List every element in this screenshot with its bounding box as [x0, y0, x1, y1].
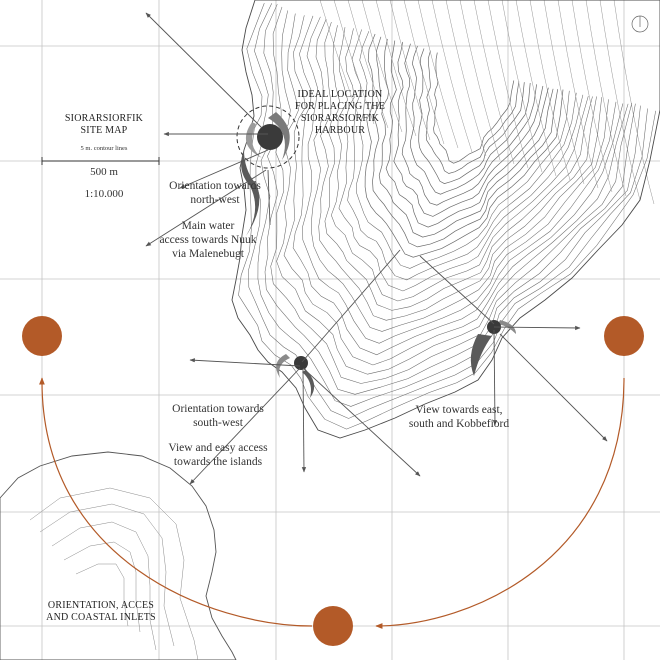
- ridge-line: [529, 0, 571, 181]
- scale-bar: [41, 157, 160, 165]
- ridge-line: [501, 0, 543, 173]
- viewpoint-harbour: [245, 112, 290, 160]
- label-east-line2: south and Kobbefiord: [408, 417, 510, 430]
- contour-line: [292, 15, 617, 356]
- contour-lines: [238, 0, 656, 430]
- ridge-line: [473, 0, 515, 165]
- ridge-line: [361, 0, 403, 133]
- ridge-line: [417, 0, 459, 149]
- contour-line: [356, 31, 570, 269]
- contour-line: [311, 18, 602, 332]
- map-title-line1: SIORARSIORFIK: [64, 113, 144, 124]
- compass-icon: [631, 15, 649, 33]
- contour-line: [238, 3, 656, 430]
- map-title-line2: SITE MAP: [80, 125, 128, 136]
- contour-line: [378, 38, 554, 238]
- ridge-line: [375, 0, 417, 137]
- legend-coastal-inlets: ORIENTATION, ACCES AND COASTAL INLETS: [36, 600, 166, 624]
- label-islands-line1: View and easy access: [168, 442, 268, 454]
- label-water-line2: access towards Nuuk: [159, 233, 257, 246]
- island-southwest: [0, 451, 237, 660]
- scale-ratio: 1:10.000: [84, 188, 124, 200]
- contour-line: [302, 16, 609, 344]
- orientation-node-south: [313, 606, 353, 646]
- ridge-line: [543, 0, 585, 185]
- ridge-line: [599, 0, 641, 201]
- label-main-water-access: Main water access towards Nuuk via Malen…: [148, 220, 268, 261]
- contour-line: [318, 22, 597, 321]
- harbour-note-line4: HARBOUR: [314, 125, 366, 136]
- harbour-note-line2: FOR PLACING THE: [294, 101, 386, 112]
- contour-line: [410, 45, 531, 195]
- contour-line: [331, 27, 589, 302]
- coastline: [231, 0, 660, 439]
- ridge-line: [319, 0, 361, 121]
- ridge-line: [613, 0, 655, 205]
- orientation-arc-right: [375, 377, 625, 629]
- label-orientation-north-west: Orientation towards north-west: [160, 180, 270, 208]
- contour-line: [338, 28, 584, 292]
- map-title: SIORARSIORFIK SITE MAP: [64, 113, 144, 137]
- label-islands-access: View and easy access towards the islands: [158, 442, 278, 470]
- ridge-line: [585, 0, 627, 197]
- contour-note: 5 m. contour lines: [80, 145, 128, 152]
- label-sw-line1: Orientation towards: [172, 403, 264, 415]
- island-contours: [29, 487, 199, 660]
- ridge-line: [459, 0, 501, 161]
- contour-line: [401, 43, 537, 206]
- legend-line1: ORIENTATION, ACCES: [47, 600, 155, 611]
- ridge-line: [487, 0, 529, 169]
- scale-distance: 500 m: [90, 166, 118, 178]
- ridge-line: [445, 0, 487, 157]
- ridge-line: [333, 0, 375, 125]
- contour-line: [324, 25, 593, 311]
- harbour-note-line1: IDEAL LOCATION: [297, 89, 383, 100]
- ridge-line: [389, 0, 431, 141]
- ridge-line: [515, 0, 557, 177]
- contour-line: [283, 15, 624, 366]
- harbour-dashed-circle: [236, 105, 300, 169]
- ridge-line: [347, 0, 389, 129]
- ridge-line: [571, 0, 613, 193]
- label-water-line3: via Malenebugt: [172, 247, 244, 260]
- viewpoint-east: [470, 320, 516, 376]
- contour-line: [393, 41, 544, 217]
- direction-arrows: [145, 12, 608, 485]
- label-sw-line2: south-west: [193, 416, 243, 429]
- contour-line: [347, 29, 577, 281]
- contour-line: [276, 13, 629, 375]
- label-nw-line1: Orientation towards: [169, 180, 261, 192]
- contour-line: [385, 40, 549, 228]
- contour-line: [364, 33, 564, 258]
- viewpoint-nw-crescent: [241, 150, 260, 236]
- label-islands-line2: towards the islands: [173, 455, 263, 468]
- contour-line: [372, 36, 559, 248]
- viewpoint-southwest: [276, 354, 315, 398]
- label-view-east: View towards east, south and Kobbefiord: [399, 404, 519, 432]
- label-water-line1: Main water: [181, 220, 235, 232]
- label-east-line1: View towards east,: [415, 404, 503, 416]
- orientation-arc-left: [39, 377, 313, 627]
- ridge-line: [557, 0, 599, 189]
- orientation-node-east: [604, 316, 644, 356]
- ridge-line: [431, 0, 473, 153]
- orientation-node-west: [22, 316, 62, 356]
- legend-line2: AND COASTAL INLETS: [46, 612, 156, 623]
- harbour-note-line3: SIORARSIORFIK: [300, 113, 380, 124]
- label-nw-line2: north-west: [190, 193, 240, 206]
- contour-line: [418, 48, 525, 184]
- harbour-note: IDEAL LOCATION FOR PLACING THE SIORARSIO…: [288, 89, 392, 137]
- ridge-line: [403, 0, 445, 145]
- label-orientation-south-west: Orientation towards south-west: [163, 403, 273, 431]
